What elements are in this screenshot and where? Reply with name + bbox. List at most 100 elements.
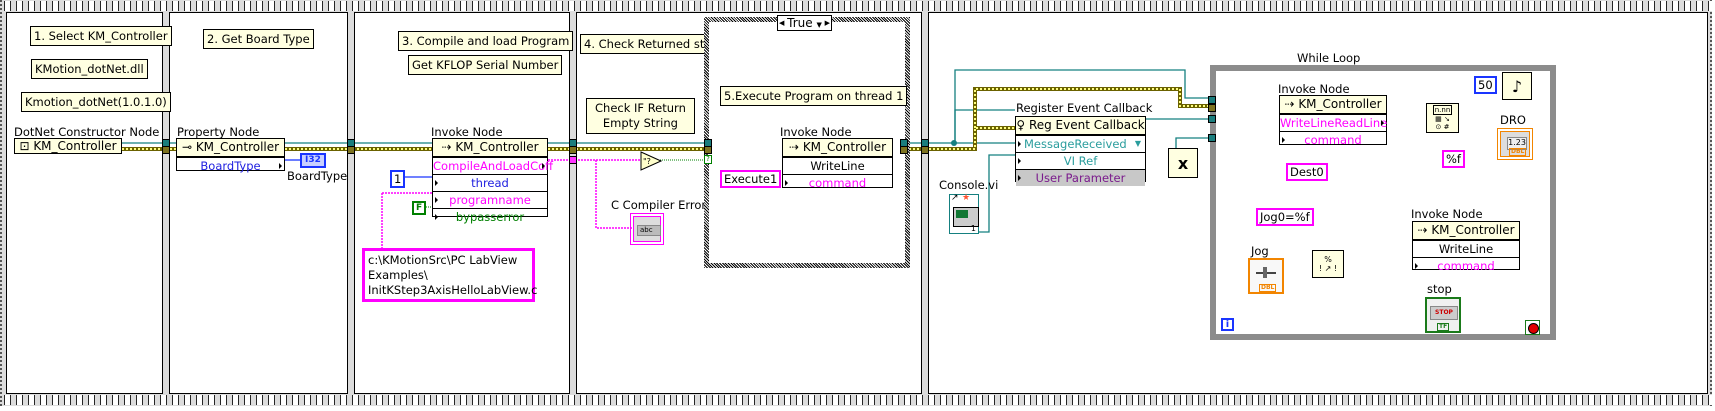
console-vi-reference[interactable]: ↗ ★ 1 — [949, 193, 979, 234]
property-class-name: KM_Controller — [195, 140, 280, 154]
param-bypasserror[interactable]: bypasserror — [433, 208, 547, 225]
invoke-arrow-icon: ⇢ — [1284, 97, 1299, 111]
tunnel — [569, 146, 577, 154]
execute1-constant[interactable]: Execute1 — [720, 170, 782, 188]
constructor-class-name: KM_Controller — [33, 139, 117, 153]
stop-label: stop — [1427, 282, 1452, 296]
case-next-arrow-icon[interactable]: ▶ — [824, 19, 830, 27]
param-command[interactable]: command — [1413, 257, 1519, 274]
invoke-node-compile[interactable]: ⇢ KM_Controller CompileAndLoadCoff threa… — [432, 138, 554, 224]
wait-metronome-icon[interactable]: ♪ — [1502, 72, 1532, 100]
invoke-node-label: Invoke Node — [780, 125, 852, 139]
wait-ms-constant[interactable]: 50 — [1474, 76, 1497, 94]
comment-dll-name: KMotion_dotNet.dll — [31, 59, 148, 79]
tunnel — [704, 146, 712, 154]
jog-format-constant[interactable]: Jog0=%f — [1256, 208, 1314, 226]
comment-select-controller: 1. Select KM_Controller — [30, 26, 172, 46]
invoke-class-name: KM_Controller — [455, 140, 539, 154]
event-messagereceived[interactable]: MessageReceived▼ — [1016, 135, 1145, 152]
stop-button-control[interactable]: STOP TF — [1425, 297, 1461, 333]
unregister-callback-icon[interactable]: x — [1168, 148, 1198, 178]
tunnel — [1208, 104, 1216, 112]
case-dropdown-icon[interactable]: ▼ — [816, 21, 822, 29]
invoke-arrow-icon: ⇢ — [788, 140, 803, 154]
tunnel — [900, 146, 908, 154]
dest0-constant[interactable]: Dest0 — [1286, 163, 1328, 181]
case-prev-arrow-icon[interactable]: ◀ — [779, 19, 785, 27]
tunnel — [569, 156, 577, 164]
invoke-node-label: Invoke Node — [1278, 82, 1350, 96]
comment-execute-program: 5.Execute Program on thread 1 — [720, 86, 908, 106]
property-key-icon: ⊸ — [181, 140, 196, 154]
comment-assembly-version: Kmotion_dotNet(1.0.1.0) — [21, 92, 171, 112]
event-vi-ref[interactable]: VI Ref — [1016, 152, 1145, 169]
comment-compile-load: 3. Compile and load Program — [398, 31, 574, 51]
scan-from-string-icon[interactable]: n.nn ▦ ↘ ⊙ # — [1426, 103, 1459, 133]
sequence-film-top — [2, 1, 1713, 11]
sequence-frame-2[interactable] — [169, 12, 348, 394]
register-event-callback-node[interactable]: ♀ Reg Event Callback MessageReceived▼ VI… — [1015, 116, 1146, 186]
dotnet-constructor-node[interactable]: ⊡ KM_Controller — [14, 138, 122, 154]
register-event-label: Register Event Callback — [1016, 101, 1153, 115]
event-user-parameter[interactable]: User Parameter — [1016, 169, 1145, 186]
jog-slider-control[interactable]: DBL — [1248, 258, 1284, 294]
boardtype-indicator-label: BoardType — [287, 169, 348, 183]
event-icon: ♀ — [1016, 118, 1029, 132]
invoke-arrow-icon: ⇢ — [1417, 223, 1432, 237]
while-loop-label: While Loop — [1297, 51, 1361, 65]
invoke-node-label: Invoke Node — [431, 125, 503, 139]
slider-thumb[interactable] — [1263, 267, 1267, 278]
wire-junction — [951, 140, 957, 146]
tunnel — [162, 146, 170, 154]
param-programname[interactable]: programname — [433, 191, 547, 208]
tunnel — [1208, 134, 1216, 142]
property-node-label: Property Node — [177, 125, 260, 139]
vi-icon — [953, 207, 979, 227]
format-into-string-icon[interactable]: % ! ↗ ! — [1312, 250, 1344, 278]
static-ref-arrow-icon: ↗ — [951, 193, 959, 203]
console-vi-label: Console.vi — [939, 178, 999, 192]
invoke-arrow-icon: ⇢ — [441, 140, 456, 154]
comment-check-string: 4. Check Returned string — [580, 34, 731, 54]
param-thread[interactable]: thread — [433, 174, 547, 191]
param-command[interactable]: command — [1280, 131, 1386, 148]
empty-string-compare-icon[interactable]: "? — [640, 151, 662, 171]
sequence-film-bottom — [2, 395, 1713, 405]
constructor-icon: ⊡ — [19, 139, 34, 153]
stop-condition-icon — [1528, 323, 1539, 334]
compiler-errors-label: C Compiler Errors — [611, 198, 713, 212]
comment-check-empty: Check IF Return Empty String — [586, 98, 695, 134]
tunnel — [1208, 96, 1216, 104]
comment-serial-number: Get KFLOP Serial Number — [408, 55, 563, 75]
dropdown-icon[interactable]: ▼ — [1134, 139, 1141, 148]
property-node[interactable]: ⊸ KM_Controller BoardType — [176, 138, 285, 174]
dro-label: DRO — [1500, 113, 1526, 127]
property-row-boardtype[interactable]: BoardType — [177, 157, 284, 174]
param-command[interactable]: command — [783, 174, 892, 191]
case-selector-terminal: ? — [704, 155, 712, 164]
jog-label: Jog — [1251, 244, 1269, 258]
method-writeline[interactable]: WriteLine — [1413, 240, 1519, 257]
boardtype-indicator[interactable]: I32 — [300, 153, 326, 168]
program-path-constant[interactable]: c:\KMotionSrc\PC LabView Examples\ InitK… — [362, 248, 537, 302]
dro-indicator[interactable]: 1.23 DBL — [1497, 128, 1533, 160]
iteration-terminal: i — [1221, 318, 1234, 331]
star-icon: ★ — [962, 193, 971, 203]
comment-get-board-type: 2. Get Board Type — [203, 29, 314, 49]
bypasserror-false-constant[interactable]: F — [412, 201, 427, 215]
loop-condition-terminal[interactable] — [1525, 320, 1540, 335]
case-selector-value: True — [787, 16, 813, 30]
invoke-node-readline[interactable]: ⇢ KM_Controller WriteLineReadLine comman… — [1279, 95, 1388, 148]
compiler-errors-indicator[interactable]: abc — [630, 213, 664, 245]
invoke-node-label: Invoke Node — [1411, 207, 1483, 221]
method-writelinereadline[interactable]: WriteLineReadLine — [1280, 114, 1388, 130]
case-selector[interactable]: ◀ True ▼ ▶ — [777, 15, 832, 31]
format-f-constant[interactable]: %f — [1442, 150, 1465, 168]
tunnel — [347, 146, 355, 154]
method-compileandloadcoff[interactable]: CompileAndLoadCoff — [433, 157, 554, 173]
invoke-node-execute[interactable]: ⇢ KM_Controller WriteLine command — [782, 138, 893, 191]
invoke-node-writeline[interactable]: ⇢ KM_Controller WriteLine command — [1412, 221, 1520, 273]
thread-constant[interactable]: 1 — [390, 170, 406, 188]
constructor-node-label: DotNet Constructor Node — [14, 125, 160, 139]
method-writeline[interactable]: WriteLine — [783, 157, 892, 174]
